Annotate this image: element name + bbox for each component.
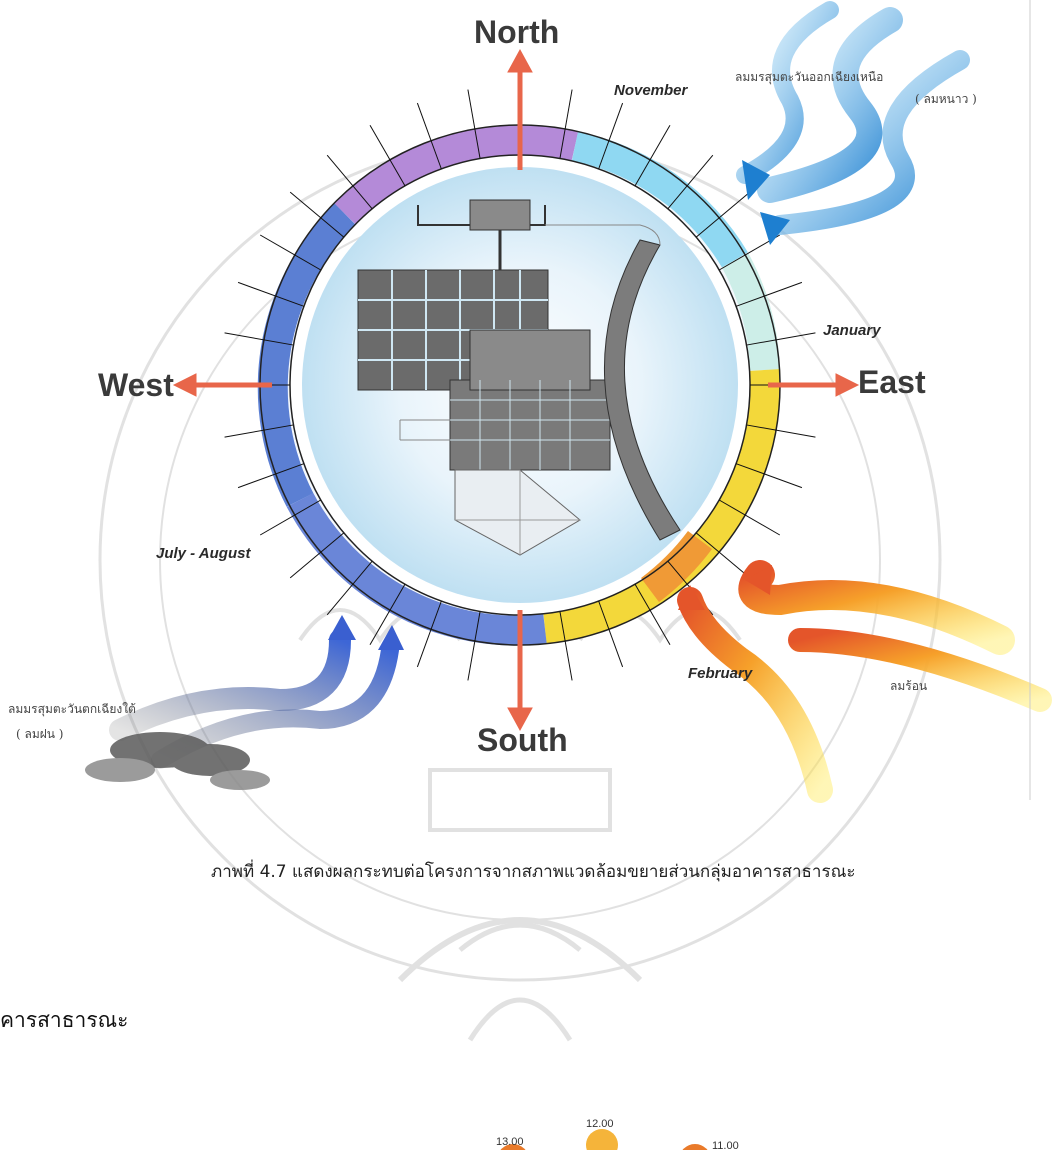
northeast-monsoon-label: ลมมรสุมตะวันออกเฉียงเหนือ [735,70,884,84]
ring-ticks [220,85,820,685]
east-label: East [858,364,926,400]
southwest-monsoon-label: ลมมรสุมตะวันตกเฉียงใต้ [8,702,136,716]
ring-tick [746,424,816,438]
month-february: February [688,665,753,682]
ring-tick [369,124,406,187]
northeast-monsoon-sub: ( ลมหนาว ) [915,92,977,106]
southwest-monsoon-arrows [109,629,399,769]
summer-wind-heads [678,565,772,610]
sun-time-1100: 11.00 [712,1140,739,1152]
month-january: January [823,322,881,339]
ring-tick [634,583,671,646]
north-label: North [474,14,560,50]
south-label: South [477,722,568,758]
rain-cloud-icon [85,732,270,790]
ring-tick [735,463,803,489]
summer-wind-label: ลมร้อน [890,679,928,693]
ring-tick [559,89,573,159]
sun-time-1200: 12.00 [586,1118,614,1130]
ring-tick [467,611,481,681]
ring-tick [289,191,345,238]
ring-tick [718,499,781,536]
ring-tick [289,532,345,579]
ring-tick [237,281,305,307]
west-label: West [98,367,174,403]
summer-wind-arrows [677,560,1052,803]
ring-tick [598,600,624,668]
ring-tick [224,332,294,346]
sun-positions [500,1129,708,1150]
ring-tick [559,611,573,681]
ring-tick [259,234,322,271]
ring-tick [326,154,373,210]
ring-tick [634,124,671,187]
ring-tick [467,89,481,159]
month-july-august: July - August [156,545,251,562]
southwest-monsoon-sub: ( ลมฝน ) [16,727,64,741]
ring-tick [224,424,294,438]
compass-arrows [172,48,860,732]
ring-tick [237,463,305,489]
ring-tick [695,532,751,579]
ring-tick [735,281,803,307]
ring-tick [667,154,714,210]
northeast-monsoon-arrows [736,1,970,235]
ring-tick [259,499,322,536]
ring-tick [746,332,816,346]
ring-tick [326,560,373,616]
section-heading: คารสาธารณะ [0,1008,129,1032]
ring-tick [695,191,751,238]
ring-tick [369,583,406,646]
ring-tick [416,102,442,170]
building-plan [357,199,681,556]
southwest-monsoon-heads [328,615,404,650]
figure-caption: ภาพที่ 4.7 แสดงผลกระทบต่อโครงการจากสภาพแ… [211,862,856,882]
ring-tick [598,102,624,170]
sun-time-1300: 13.00 [496,1136,524,1148]
northeast-monsoon-heads [742,160,790,245]
ring-tick [416,600,442,668]
month-november: November [614,82,688,99]
